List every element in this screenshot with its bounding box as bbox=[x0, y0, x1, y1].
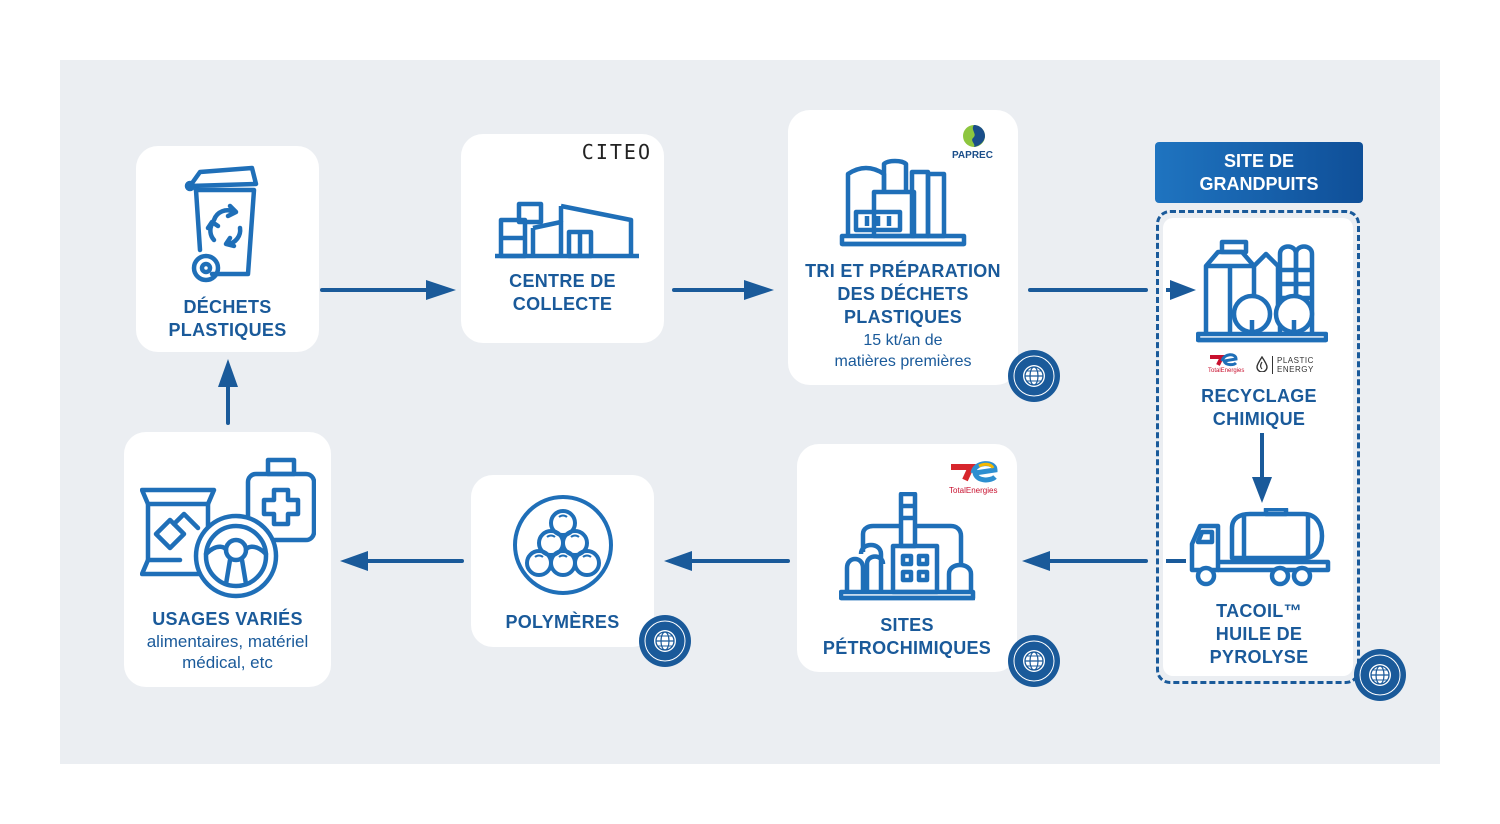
title-line: PÉTROCHIMIQUES bbox=[822, 638, 992, 658]
logo-line: ENERGY bbox=[1277, 365, 1314, 374]
warehouse-icon bbox=[495, 200, 639, 260]
arrow-tacoil-to-petrochimie bbox=[1022, 551, 1186, 571]
site-grandpuits-area bbox=[1163, 218, 1353, 676]
step-subtitle: alimentaires, matériel médical, etc bbox=[124, 631, 331, 673]
iscc-certified-seal-icon bbox=[1354, 649, 1406, 701]
step-title: DÉCHETS PLASTIQUES bbox=[136, 296, 319, 342]
paprec-logo-icon bbox=[962, 124, 986, 148]
recycling-bin-icon bbox=[184, 164, 270, 286]
title-line: SITES bbox=[880, 615, 934, 635]
title-line: COLLECTE bbox=[512, 294, 613, 314]
title-line: CENTRE DE bbox=[509, 271, 616, 291]
card-centre-de-collecte: CITEO CENTRE DE COLLECTE bbox=[461, 134, 664, 343]
totalenergies-logo-icon bbox=[1208, 353, 1238, 367]
title-line: TRI ET PRÉPARATION bbox=[805, 261, 1001, 281]
site-grandpuits-boundary bbox=[1156, 210, 1360, 684]
step-subtitle: 15 kt/an de matières premières bbox=[788, 330, 1018, 372]
step-title: USAGES VARIÉS bbox=[152, 609, 303, 629]
title-line: HUILE DE bbox=[1215, 624, 1303, 644]
polymer-pellets-icon bbox=[511, 493, 615, 597]
step-title: POLYMÈRES bbox=[505, 612, 620, 632]
chemical-plant-icon bbox=[1196, 236, 1328, 346]
totalenergies-logo-icon bbox=[949, 460, 999, 484]
plastic-energy-logo-icon bbox=[1256, 356, 1268, 372]
card-tri-preparation: PAPREC TRI ET PRÉPARATION DES DÉCHETS PL… bbox=[788, 110, 1018, 385]
title-line: TACOIL™ bbox=[1216, 601, 1302, 621]
iscc-certified-seal-icon bbox=[1008, 350, 1060, 402]
paprec-logo-text: PAPREC bbox=[952, 150, 993, 161]
subtitle-line: 15 kt/an de bbox=[863, 332, 943, 349]
card-usages-varies: USAGES VARIÉS alimentaires, matériel méd… bbox=[124, 432, 331, 687]
logo-line: PLASTIC bbox=[1277, 356, 1314, 365]
step-title: CENTRE DE COLLECTE bbox=[461, 270, 664, 316]
title-line: DES DÉCHETS bbox=[837, 284, 969, 304]
subtitle-line: médical, etc bbox=[182, 653, 273, 672]
card-sites-petrochimiques: TotalEnergies SITES PÉTROCHIMIQUES bbox=[797, 444, 1017, 672]
plastic-energy-logo-text: PLASTIC ENERGY bbox=[1272, 356, 1314, 374]
subtitle-line: matières premières bbox=[834, 353, 972, 370]
arrow-tri-to-recyclage bbox=[1028, 280, 1196, 300]
title-line: DÉCHETS bbox=[183, 297, 272, 317]
iscc-certified-seal-icon bbox=[1008, 635, 1060, 687]
arrow-collecte-to-tri bbox=[672, 280, 774, 300]
totalenergies-logo-text: TotalEnergies bbox=[1208, 368, 1245, 374]
tanker-truck-icon bbox=[1188, 508, 1334, 590]
step-title-recyclage: RECYCLAGE CHIMIQUE bbox=[1163, 385, 1355, 431]
title-line: PLASTIQUES bbox=[168, 320, 287, 340]
arrow-petrochimie-to-polymeres bbox=[664, 551, 790, 571]
iscc-certified-seal-icon bbox=[639, 615, 691, 667]
title-line: RECYCLAGE bbox=[1201, 386, 1317, 406]
title-line: PLASTIQUES bbox=[843, 307, 962, 327]
subtitle-line: alimentaires, matériel bbox=[146, 632, 309, 651]
step-title: TRI ET PRÉPARATION DES DÉCHETS PLASTIQUE… bbox=[788, 260, 1018, 329]
card-polymeres: POLYMÈRES bbox=[471, 475, 654, 647]
citeo-logo: CITEO bbox=[581, 140, 652, 164]
arrow-polymeres-to-usages bbox=[340, 551, 464, 571]
header-line: GRANDPUITS bbox=[1199, 173, 1319, 194]
arrow-usages-to-dechets bbox=[218, 359, 238, 425]
petrochemical-plant-icon bbox=[839, 492, 977, 604]
step-title: SITES PÉTROCHIMIQUES bbox=[797, 614, 1017, 660]
step-title-tacoil: TACOIL™ HUILE DE PYROLYSE bbox=[1163, 600, 1355, 669]
sorting-plant-icon bbox=[838, 158, 968, 250]
card-dechets-plastiques: DÉCHETS PLASTIQUES bbox=[136, 146, 319, 352]
arrow-down bbox=[1252, 433, 1272, 503]
title-line: PYROLYSE bbox=[1209, 647, 1309, 667]
totalenergies-logo-text: TotalEnergies bbox=[949, 486, 998, 495]
header-line: SITE DE bbox=[1223, 150, 1294, 171]
title-line: CHIMIQUE bbox=[1212, 409, 1306, 429]
various-uses-icon bbox=[140, 450, 316, 600]
arrow-dechets-to-collecte bbox=[320, 280, 456, 300]
site-grandpuits-header: SITE DE GRANDPUITS bbox=[1155, 142, 1363, 203]
